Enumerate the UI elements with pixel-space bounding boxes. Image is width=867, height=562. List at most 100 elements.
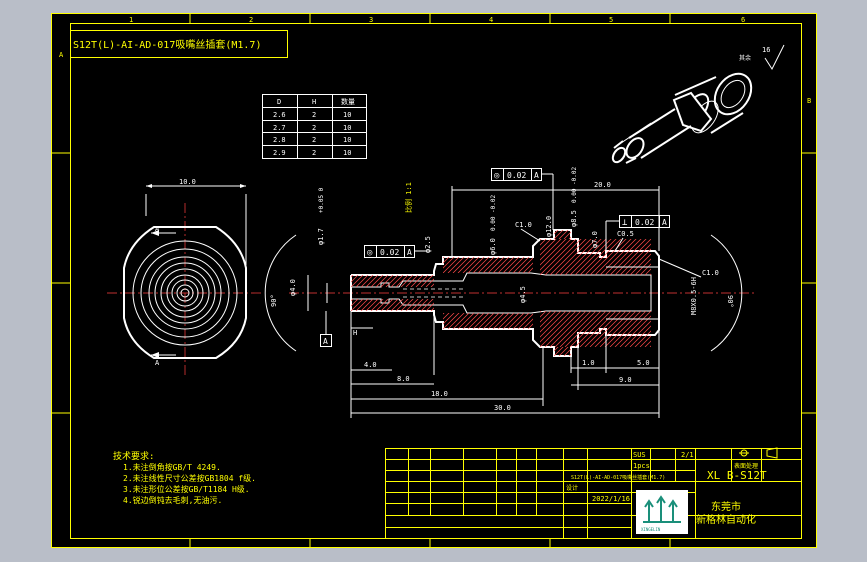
svg-text:新格林自动化: 新格林自动化	[696, 513, 756, 526]
title-box	[70, 30, 288, 58]
drawing-title: S12T(L)-AI-AD-017吸嘴丝插套(M1.7)	[73, 38, 261, 51]
zone-4: 4	[489, 16, 493, 24]
zone-2: 2	[249, 16, 253, 24]
svg-text:0.02: 0.02	[380, 248, 399, 257]
svg-text:16: 16	[762, 46, 770, 54]
tolerance-frame-top: ◎ 0.02 A	[491, 168, 554, 230]
svg-text:A: A	[155, 359, 160, 367]
svg-text:2: 2	[312, 111, 316, 119]
svg-text:9.0: 9.0	[619, 376, 632, 384]
svg-text:XINGELIN: XINGELIN	[641, 527, 661, 532]
svg-text:φ2.5: φ2.5	[424, 236, 432, 253]
svg-text:φ4.5: φ4.5	[519, 286, 527, 303]
svg-text:φ12.0: φ12.0	[545, 216, 553, 237]
outer-frame	[51, 13, 817, 548]
svg-text:10: 10	[343, 111, 351, 119]
svg-text:+0.05 0: +0.05 0	[318, 187, 325, 213]
zone-5: 5	[609, 16, 613, 24]
svg-text:φ1.7: φ1.7	[317, 228, 325, 245]
svg-text:A: A	[534, 171, 539, 180]
zone-a: A	[59, 51, 64, 59]
drawing-sheet: 1 2 3 4 5 6 A B S12T(L)-AI-AD-017吸嘴丝插套(M…	[51, 13, 817, 548]
roughness-symbol: 16 其余	[739, 44, 785, 71]
datum-a: A	[320, 311, 332, 347]
section-view: 90° 90°	[264, 229, 756, 357]
svg-text:2022/1/16: 2022/1/16	[592, 495, 630, 503]
svg-text:φ7.0: φ7.0	[591, 231, 599, 248]
dim-10: 10.0	[179, 178, 196, 186]
svg-text:0.02: 0.02	[635, 218, 654, 227]
tolerance-frame-right: ⊥ 0.02 A	[605, 215, 670, 251]
svg-text:数量: 数量	[341, 97, 355, 106]
svg-text:◎: ◎	[494, 171, 500, 181]
svg-text:3.未注形位公差按GB/T1184 H级.: 3.未注形位公差按GB/T1184 H级.	[123, 484, 250, 494]
scale-label: 比例 1:1	[404, 182, 413, 213]
svg-text:A: A	[407, 248, 412, 257]
svg-text:其余: 其余	[739, 54, 751, 62]
svg-text:◎: ◎	[367, 248, 373, 258]
svg-text:1.0: 1.0	[582, 359, 595, 367]
zone-b: B	[807, 97, 811, 105]
svg-text:φ8.5: φ8.5	[570, 210, 578, 227]
svg-text:技术要求:: 技术要求:	[113, 450, 154, 462]
svg-text:10: 10	[343, 124, 351, 132]
svg-text:10: 10	[343, 149, 351, 157]
svg-text:C0.5: C0.5	[617, 230, 634, 238]
svg-text:10: 10	[343, 136, 351, 144]
svg-text:XL B-S12T: XL B-S12T	[707, 469, 767, 482]
svg-text:2.8: 2.8	[273, 136, 286, 144]
svg-text:2.9: 2.9	[273, 149, 286, 157]
svg-text:2/1: 2/1	[681, 451, 694, 459]
svg-text:设计: 设计	[566, 484, 578, 492]
svg-text:18.0: 18.0	[431, 390, 448, 398]
svg-text:D: D	[277, 98, 281, 106]
svg-text:φ4.0: φ4.0	[289, 279, 297, 296]
dimensions: 20.0 4.0 8.0 18.0 30.0 1.0 5.0 9.0 φ4.0 …	[289, 166, 719, 418]
svg-text:0.02: 0.02	[507, 171, 526, 180]
svg-text:2: 2	[312, 136, 316, 144]
svg-text:2: 2	[312, 124, 316, 132]
angle-90-right: 90°	[726, 295, 734, 308]
zone-6: 6	[741, 16, 745, 24]
svg-text:φ6.0: φ6.0	[489, 238, 497, 255]
svg-text:0.00 -0.02: 0.00 -0.02	[571, 166, 578, 203]
svg-text:2.6: 2.6	[273, 111, 286, 119]
tolerance-frame-mid: ◎ 0.02 A	[364, 245, 431, 258]
svg-text:M8X0.5-6H: M8X0.5-6H	[690, 277, 698, 315]
svg-text:⊥: ⊥	[622, 218, 628, 228]
svg-text:H: H	[353, 329, 357, 337]
svg-text:H: H	[312, 98, 316, 106]
svg-text:1pcs: 1pcs	[633, 462, 650, 470]
svg-text:4.0: 4.0	[364, 361, 377, 369]
hatching	[351, 230, 651, 356]
svg-text:A: A	[155, 225, 160, 233]
end-view: 10.0 A A	[107, 178, 263, 376]
angle-90-left: 90°	[270, 294, 278, 307]
svg-text:A: A	[323, 337, 328, 346]
svg-text:2.7: 2.7	[273, 124, 286, 132]
zone-3: 3	[369, 16, 373, 24]
svg-text:4.锐边倒钝去毛刺,无油污.: 4.锐边倒钝去毛刺,无油污.	[123, 495, 222, 505]
svg-text:S12T(L)-AI-AD-017吸嘴丝插套(M1.7): S12T(L)-AI-AD-017吸嘴丝插套(M1.7)	[571, 474, 665, 481]
svg-text:C1.0: C1.0	[515, 221, 532, 229]
zone-marks-top: 1 2 3 4 5 6 A B	[51, 13, 817, 548]
isometric-view	[611, 72, 753, 164]
svg-text:SUS: SUS	[633, 451, 646, 459]
svg-text:20.0: 20.0	[594, 181, 611, 189]
svg-text:30.0: 30.0	[494, 404, 511, 412]
title-block: SUS 1pcs 2/1 表面处理 设计 S12T(L)-AI-AD-017吸嘴…	[385, 447, 802, 539]
svg-text:8.0: 8.0	[397, 375, 410, 383]
svg-text:东莞市: 东莞市	[711, 500, 741, 513]
param-table: D H 数量 2.6 2 10 2.7 2 10 2.8 2 10 2.9 2 …	[262, 94, 367, 159]
svg-text:表面处理: 表面处理	[734, 462, 758, 470]
svg-text:C1.0: C1.0	[702, 269, 719, 277]
cad-drawing: 1 2 3 4 5 6 A B S12T(L)-AI-AD-017吸嘴丝插套(M…	[51, 13, 817, 548]
svg-text:2.未注线性尺寸公差按GB1804 f级.: 2.未注线性尺寸公差按GB1804 f级.	[123, 473, 256, 483]
zone-1: 1	[129, 16, 133, 24]
svg-text:2: 2	[312, 149, 316, 157]
svg-text:A: A	[662, 218, 667, 227]
svg-text:5.0: 5.0	[637, 359, 650, 367]
technical-notes: 技术要求: 1.未注倒角按GB/T 4249. 2.未注线性尺寸公差按GB180…	[113, 450, 256, 505]
svg-text:0.00 -0.02: 0.00 -0.02	[490, 194, 497, 231]
svg-text:1.未注倒角按GB/T 4249.: 1.未注倒角按GB/T 4249.	[123, 462, 221, 472]
